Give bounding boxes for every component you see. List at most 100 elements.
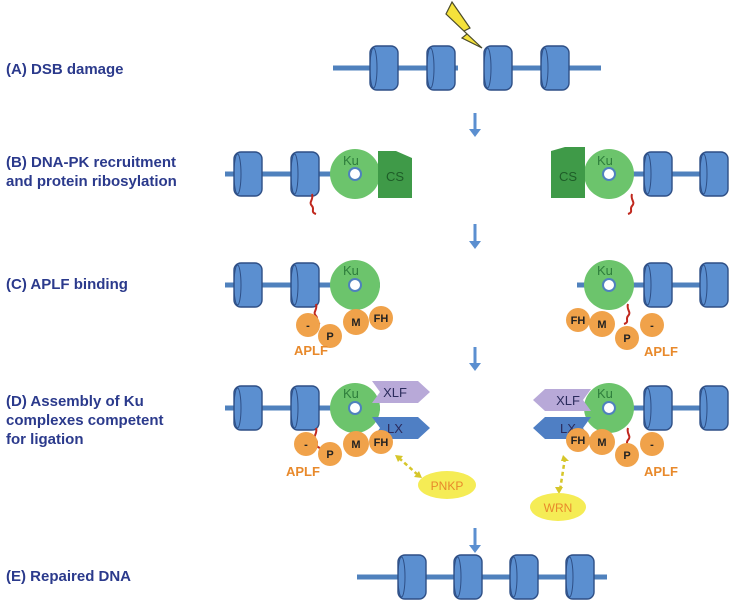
aplf-c-right-p-label: P	[623, 333, 630, 345]
aplf-c-right-fh	[566, 308, 590, 332]
nucleosome-a-right-0-rim	[483, 47, 492, 89]
lightning-bolt-icon	[445, 0, 483, 49]
step-e-label: (E) Repaired DNA	[6, 568, 132, 585]
aplf-c-left-fh-label: FH	[374, 313, 389, 325]
nucleosome-e-1-rim	[453, 556, 462, 598]
aplf-label: APLF	[644, 464, 678, 479]
nucleosome-a-left-0	[369, 45, 399, 91]
dna-pkcs-left-label: CS	[386, 169, 404, 184]
nucleosome-e-2-rim	[509, 556, 518, 598]
aplf-c-left-p	[318, 324, 342, 348]
aplf-c-left-m	[343, 309, 369, 335]
xlf-right	[533, 389, 591, 411]
aplf-d-left-acidic	[294, 432, 318, 456]
wrn-link-head-a	[561, 455, 569, 461]
dna-pkcs-left	[378, 151, 412, 198]
aplf-c-right-m-label: M	[597, 319, 606, 331]
nucleosome-d-left-0-rim	[233, 387, 242, 429]
nucleosome-a-right-1-rim	[540, 47, 549, 89]
aplf-c-right-m	[589, 311, 615, 337]
aplf-d-right-m	[589, 429, 615, 455]
aplf-c-left-acidic-label: -	[306, 320, 310, 332]
aplf-c-left-m-label: M	[351, 317, 360, 329]
nucleosome-a-left-1-rim	[426, 47, 435, 89]
nucleosome-e-0	[397, 554, 427, 600]
nucleosome-e-3	[565, 554, 595, 600]
nucleosome-b-right-1	[699, 151, 729, 197]
aplf-d-right-p	[615, 443, 639, 467]
step-b-label: (B) DNA-PK recruitment and protein ribos…	[6, 153, 177, 191]
step-d-label: (D) Assembly of Ku complexes competent f…	[6, 392, 164, 449]
ku-d-right-label: Ku	[597, 386, 613, 401]
aplf-d-left-p	[318, 442, 342, 466]
step-b-label-line-1: (B) DNA-PK recruitment	[6, 154, 177, 171]
dna-pkcs-right-label: CS	[559, 169, 577, 184]
step-c-label: (C) APLF binding	[6, 276, 128, 293]
pnkp-link-head-b	[414, 471, 422, 478]
ku-c-right-label: Ku	[597, 263, 613, 278]
aplf-label: APLF	[644, 344, 678, 359]
pnkp-link-head-a	[395, 455, 403, 462]
aplf-d-left-fh	[369, 430, 393, 454]
step-d-label-line-1: (D) Assembly of Ku	[6, 393, 144, 410]
ku-dna-ring	[348, 167, 362, 181]
down-arrow-icon-head	[469, 241, 481, 249]
nucleosome-c-right-0	[643, 262, 673, 308]
nucleosome-b-right-0	[643, 151, 673, 197]
nucleosome-d-left-0	[233, 385, 263, 431]
down-arrow-icon-head	[469, 129, 481, 137]
nucleosome-a-left-0-rim	[369, 47, 378, 89]
nucleosome-e-2	[509, 554, 539, 600]
nucleosome-b-left-1-rim	[290, 153, 299, 195]
nucleosome-b-right-0-rim	[643, 153, 652, 195]
xlf-left	[372, 381, 430, 403]
pnkp-label: PNKP	[431, 479, 464, 493]
poly-adp-ribose-chain	[627, 193, 635, 215]
nucleosome-a-left-1	[426, 45, 456, 91]
aplf-d-left-m	[343, 431, 369, 457]
aplf-label: APLF	[286, 464, 320, 479]
aplf-d-left-p-label: P	[326, 449, 333, 461]
step-d-label-line-2: complexes competent	[6, 412, 164, 429]
nucleosome-e-0-rim	[397, 556, 406, 598]
pnkp-protein	[418, 471, 476, 499]
nucleosome-d-right-0	[643, 385, 673, 431]
dna-pkcs-right	[551, 147, 585, 198]
aplf-c-left-p-label: P	[326, 331, 333, 343]
nucleosome-e-1	[453, 554, 483, 600]
ku-dna-ring	[602, 401, 616, 415]
aplf-d-right-fh	[566, 428, 590, 452]
step-a-label: (A) DSB damage	[6, 61, 124, 78]
nucleosome-b-left-0-rim	[233, 153, 242, 195]
nucleosome-c-right-1-rim	[699, 264, 708, 306]
aplf-d-right-p-label: P	[623, 450, 630, 462]
wrn-link-head-b	[555, 487, 563, 494]
ku-b-left-label: Ku	[343, 153, 359, 168]
aplf-d-right-fh-label: FH	[571, 435, 586, 447]
nucleosome-d-right-1-rim	[699, 387, 708, 429]
nucleosome-a-right-1	[540, 45, 570, 91]
nucleosome-b-right-1-rim	[699, 153, 708, 195]
down-arrow-icon-head	[469, 363, 481, 371]
nucleosome-c-left-0	[233, 262, 263, 308]
poly-adp-ribose-chain	[309, 193, 317, 215]
aplf-d-right-m-label: M	[597, 437, 606, 449]
step-b-label-line-2: and protein ribosylation	[6, 173, 177, 190]
lx-left-label: LX	[387, 421, 403, 436]
nucleosome-d-left-1	[290, 385, 320, 431]
aplf-d-right-acidic-label: -	[650, 439, 654, 451]
xlf-left-label: XLF	[383, 385, 407, 400]
aplf-c-right-fh-label: FH	[571, 315, 586, 327]
aplf-d-left-fh-label: FH	[374, 437, 389, 449]
nucleosome-c-right-1	[699, 262, 729, 308]
nucleosome-b-left-0	[233, 151, 263, 197]
aplf-c-right-p	[615, 326, 639, 350]
ku-b-right-label: Ku	[597, 153, 613, 168]
step-d-label-line-3: for ligation	[6, 431, 84, 448]
ku-dna-ring	[348, 401, 362, 415]
aplf-d-left-m-label: M	[351, 439, 360, 451]
nucleosome-b-left-1	[290, 151, 320, 197]
aplf-c-left-acidic	[296, 313, 320, 337]
